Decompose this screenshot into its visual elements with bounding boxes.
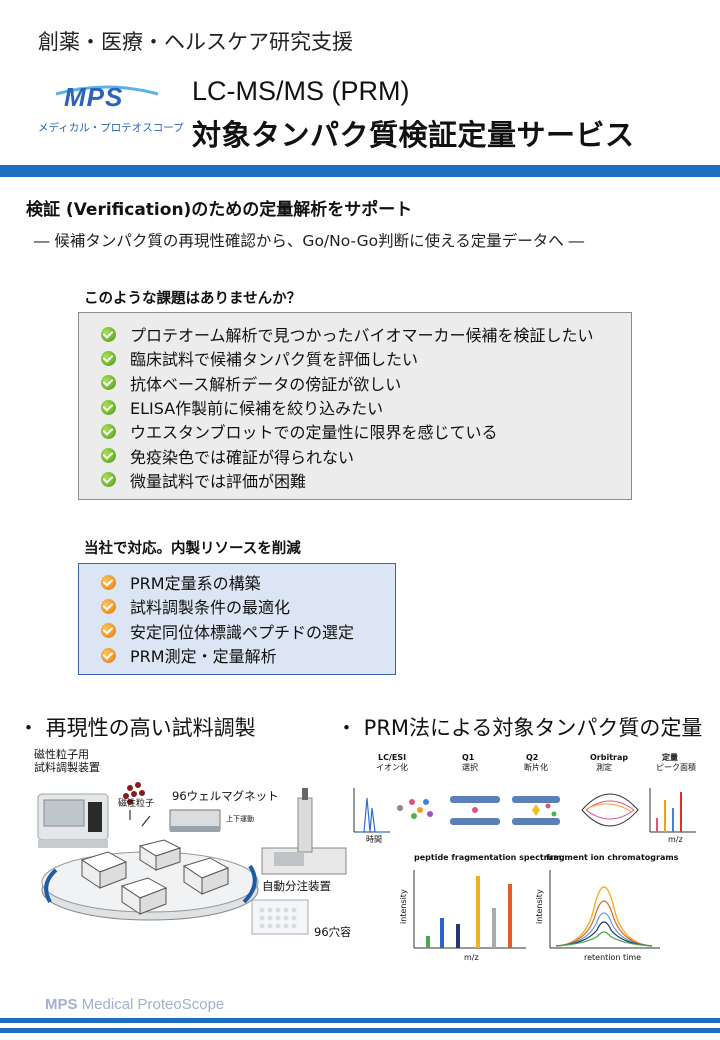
logo-text: MPS: [64, 82, 124, 112]
axis-label-mz: m/z: [668, 835, 683, 844]
label-sample-prep-device: 磁性粒子用 試料調製装置: [34, 748, 100, 774]
step-label-4: Orbitrap: [590, 753, 628, 762]
chromatogram-ylabel: intensity: [535, 889, 544, 924]
96-well-plate-icon: [251, 899, 309, 935]
check-icon: [101, 350, 116, 366]
list-item: 試料調製条件の最適化: [101, 594, 354, 618]
list-item: 抗体ベース解析データの傍証が欲しい: [101, 371, 594, 395]
step-sub-2: 選択: [462, 762, 478, 772]
label-up-down-motion: 上下運動: [226, 815, 254, 823]
list-item: PRM定量系の構築: [101, 570, 354, 594]
header-divider: [0, 165, 720, 177]
title-line-1: LC-MS/MS (PRM): [192, 76, 410, 106]
sample-prep-drawing: [37, 782, 347, 935]
step-sub-3: 断片化: [524, 762, 548, 772]
issues-box: プロテオーム解析で見つかったバイオマーカー候補を検証したい 臨床試料で候補タンパ…: [78, 312, 632, 500]
lc-chromatogram-icon: 時間: [353, 788, 390, 844]
list-item: PRM測定・定量解析: [101, 643, 354, 667]
check-icon: [101, 448, 116, 464]
services-box: PRM定量系の構築 試料調製条件の最適化 安定同位体標識ペプチドの選定 PRM測…: [78, 563, 396, 675]
rotating-platform-icon: [41, 839, 259, 921]
ion-dots-icon: [397, 799, 433, 819]
footer-divider-1: [0, 1018, 720, 1023]
chromatogram-title: fragment ion chromatograms: [546, 853, 679, 862]
prm-workflow-drawing: LC/ESI イオン化 Q1 選択 Q2 断片化 Orbitrap 測定 定量 …: [350, 748, 702, 966]
step-sub-1: イオン化: [376, 762, 408, 772]
check-icon: [101, 375, 116, 391]
axis-label-time: 時間: [366, 835, 382, 844]
intro-subheading: ― 候補タンパク質の再現性確認から、Go/No-Go判断に使える定量データへ ―: [34, 232, 585, 250]
label-auto-dispenser: 自動分注装置: [262, 879, 331, 893]
quadrupole-q1-icon: [450, 796, 500, 825]
sample-prep-device-icon: [37, 793, 109, 848]
spectrum-title: peptide fragmentation spectrum: [414, 853, 562, 862]
prm-workflow-illustration: LC/ESI イオン化 Q1 選択 Q2 断片化 Orbitrap 測定 定量 …: [350, 748, 702, 966]
magnet-icon: [169, 809, 221, 832]
label-magnetic-particles: 磁性粒子: [118, 799, 155, 809]
step-label-1: LC/ESI: [378, 753, 406, 762]
quant-spectrum-icon: m/z: [649, 788, 696, 844]
step-label-2: Q1: [462, 753, 475, 762]
check-icon: [101, 647, 116, 663]
orbitrap-icon: [581, 793, 639, 827]
tagline: 創薬・医療・ヘルスケア研究支援: [38, 30, 353, 54]
logo-subtext: メディカル・プロテオスコープ: [38, 122, 184, 134]
footer-brand-abbr: MPS: [45, 996, 78, 1013]
intro-heading: 検証 (Verification)のための定量解析をサポート: [26, 200, 413, 220]
footer-divider-2: [0, 1028, 720, 1033]
list-item: 免疫染色では確証が得られない: [101, 443, 594, 467]
auto-dispenser-icon: [261, 788, 347, 875]
check-icon: [101, 399, 116, 415]
footer-brand: MPS Medical ProteoScope: [45, 996, 224, 1013]
chromatogram-xlabel: retention time: [584, 953, 641, 962]
label-96-well-magnet: 96ウェルマグネット: [172, 789, 279, 803]
services-list: PRM定量系の構築 試料調製条件の最適化 安定同位体標識ペプチドの選定 PRM測…: [101, 570, 354, 667]
list-item: ELISA作製前に候補を絞り込みたい: [101, 395, 594, 419]
check-icon: [101, 472, 116, 488]
section-title-prm: ・ PRM法による対象タンパク質の定量: [336, 716, 703, 740]
magnetic-particles-icon: [123, 782, 145, 805]
list-item: プロテオーム解析で見つかったバイオマーカー候補を検証したい: [101, 322, 594, 346]
list-item: 臨床試料で候補タンパク質を評価したい: [101, 346, 594, 370]
fragment-chromatogram-chart: fragment ion chromatograms intensity ret…: [535, 853, 679, 962]
list-item: 微量試料では評価が困難: [101, 468, 594, 492]
step-label-5: 定量: [661, 752, 678, 762]
list-item: 安定同位体標識ペプチドの選定: [101, 619, 354, 643]
check-icon: [101, 598, 116, 614]
list-item: ウエスタンブロットでの定量性に限界を感じている: [101, 419, 594, 443]
sample-prep-illustration: 磁性粒子用 試料調製装置 磁性粒子 96ウェルマグネット 上下運動 自動分注装置…: [30, 748, 363, 962]
step-label-3: Q2: [526, 753, 538, 762]
check-icon: [101, 326, 116, 342]
title-line-2: 対象タンパク質検証定量サービス: [192, 118, 635, 152]
fragmentation-spectrum-chart: peptide fragmentation spectrum intensity…: [399, 853, 562, 962]
footer-brand-name: Medical ProteoScope: [81, 996, 225, 1013]
logo-arc-icon: [55, 85, 159, 96]
check-icon: [101, 574, 116, 590]
services-heading: 当社で対応。内製リソースを削減: [84, 541, 301, 557]
section-title-sample-prep: ・ 再現性の高い試料調製: [18, 716, 256, 740]
spectrum-ylabel: intensity: [399, 889, 408, 924]
spectrum-xlabel: m/z: [464, 953, 479, 962]
check-icon: [101, 623, 116, 639]
company-logo: MPS メディカル・プロテオスコープ: [38, 82, 184, 142]
issues-heading: このような課題はありませんか？: [84, 291, 302, 307]
quadrupole-q2-icon: [512, 796, 560, 825]
step-sub-5: ピーク面積: [656, 762, 696, 772]
check-icon: [101, 423, 116, 439]
step-sub-4: 測定: [596, 762, 612, 772]
issues-list: プロテオーム解析で見つかったバイオマーカー候補を検証したい 臨床試料で候補タンパ…: [101, 322, 594, 492]
